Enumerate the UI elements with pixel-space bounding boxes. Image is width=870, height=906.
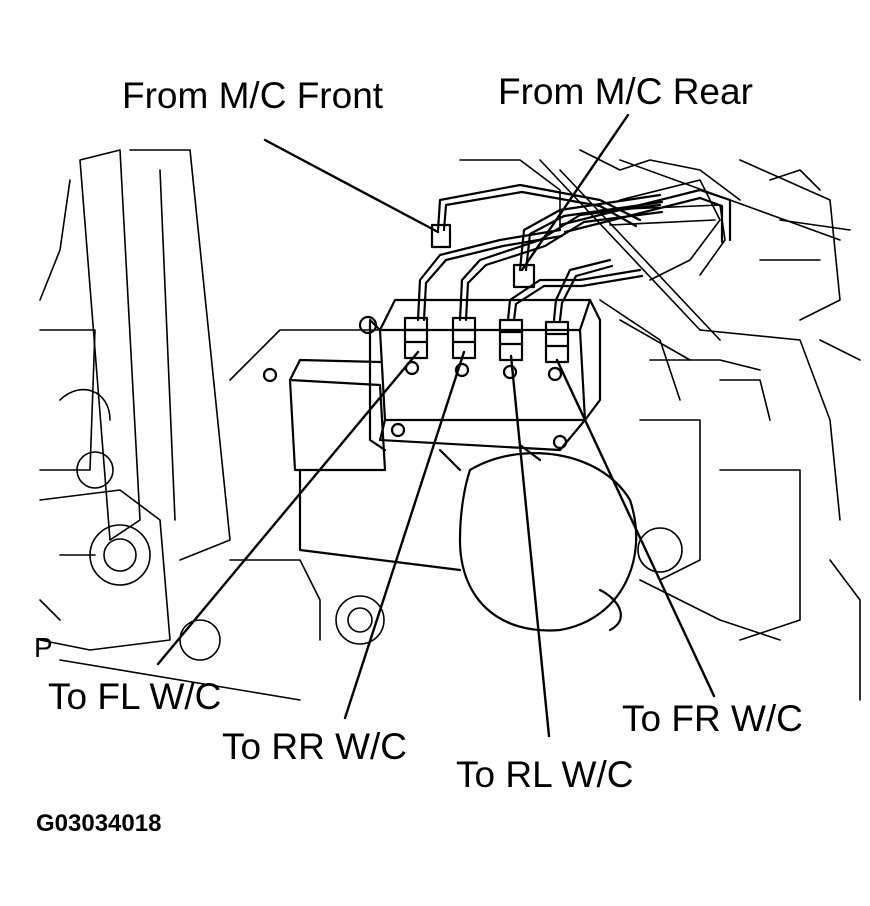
label-from-mc-rear: From M/C Rear bbox=[498, 71, 753, 112]
engine-bay-background bbox=[39, 149, 861, 701]
label-from-mc-front: From M/C Front bbox=[122, 75, 384, 116]
label-to-rl-wc: To RL W/C bbox=[456, 754, 634, 795]
abs-actuator-body bbox=[262, 223, 602, 572]
pump-motor bbox=[438, 443, 638, 632]
label-to-fl-wc: To FL W/C bbox=[48, 676, 222, 717]
label-to-rr-wc: To RR W/C bbox=[222, 726, 407, 767]
brake-lines bbox=[416, 183, 732, 322]
leader-lines bbox=[156, 113, 716, 738]
corner-mark: P bbox=[34, 632, 53, 663]
figure-id: G03034018 bbox=[36, 810, 162, 837]
label-to-fr-wc: To FR W/C bbox=[622, 698, 803, 739]
